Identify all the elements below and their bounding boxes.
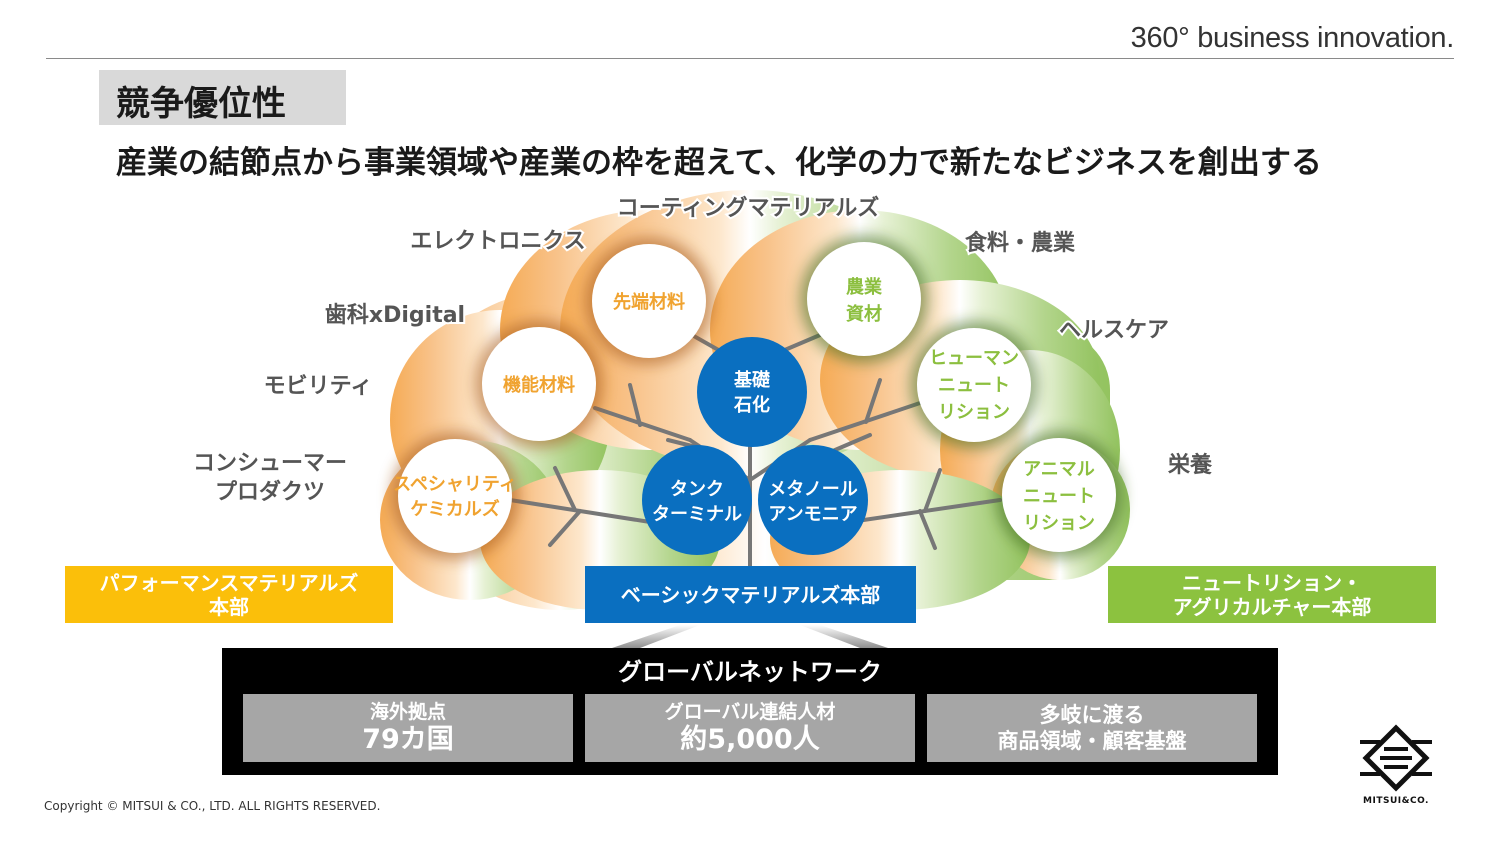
division-performance-materials: パフォーマンスマテリアルズ 本部 (65, 566, 393, 623)
stat-overseas-bases: 海外拠点 79カ国 (243, 694, 573, 762)
field-mobility: モビリティ (264, 374, 373, 399)
node-human-line2: ニュート (938, 375, 1010, 396)
stat-domains-line1: 多岐に渡る (1039, 703, 1145, 727)
logo-text: MITSUI&CO. (1363, 796, 1429, 806)
node-specialty-chemicals (398, 439, 512, 553)
page-title: 競争優位性 (116, 84, 286, 124)
field-nutrition: 栄養 (1167, 452, 1212, 478)
division-performance-line2: 本部 (209, 594, 249, 619)
mitsui-logo: MITSUI&CO. (1358, 722, 1434, 812)
division-basic-materials: ベーシックマテリアルズ本部 (585, 566, 916, 623)
stat-global-staff: グローバル連結人材 約5,000人 (585, 694, 915, 762)
field-consumer-line1: コンシューマー (193, 451, 347, 476)
node-methanol-ammonia (758, 445, 868, 555)
field-healthcare: ヘルスケア (1059, 318, 1169, 343)
node-agri-line1: 農業 (846, 276, 883, 298)
node-functional-materials-label: 機能材料 (503, 374, 575, 396)
field-consumer-line2: プロダクツ (215, 479, 325, 505)
node-basic-line1: 基礎 (733, 369, 770, 391)
field-coating-materials: コーティングマテリアルズ (617, 195, 879, 221)
node-human-line1: ヒューマン (929, 348, 1019, 369)
page-subtitle: 産業の結節点から事業領域や産業の枠を超えて、化学の力で新たなビジネスを創出する (116, 145, 1322, 181)
global-network-title: グローバルネットワーク (618, 658, 882, 686)
division-nutrition-line2: アグリカルチャー本部 (1172, 594, 1372, 619)
division-nutrition-line1: ニュートリション・ (1182, 570, 1362, 595)
division-nutrition-agriculture: ニュートリション・ アグリカルチャー本部 (1108, 566, 1436, 623)
stat-product-domains: 多岐に渡る 商品領域・顧客基盤 (927, 694, 1257, 762)
title-background (99, 70, 346, 125)
tagline: 360° business innovation. (1130, 22, 1455, 54)
field-food-agriculture: 食料・農業 (965, 230, 1076, 256)
node-human-line3: リション (938, 402, 1010, 423)
connector-beam-left (612, 625, 700, 648)
node-specialty-line1: スペシャリティ (393, 474, 517, 495)
global-network-panel: グローバルネットワーク 海外拠点 79カ国 グローバル連結人材 約5,000人 … (222, 648, 1278, 775)
copyright: Copyright © MITSUI & CO., LTD. ALL RIGHT… (44, 799, 381, 813)
stat-staff-value: 約5,000人 (680, 723, 820, 755)
node-animal-line2: ニュート (1023, 486, 1095, 507)
node-advanced-materials (592, 244, 706, 358)
stat-overseas-label: 海外拠点 (369, 700, 446, 723)
header-divider (46, 58, 1454, 59)
node-advanced-materials-label: 先端材料 (613, 291, 685, 313)
node-methanol-line2: アンモニア (768, 504, 857, 525)
stat-overseas-value: 79カ国 (362, 723, 454, 755)
node-specialty-line2: ケミカルズ (410, 498, 499, 520)
node-agri-materials (807, 242, 921, 356)
division-basic-label: ベーシックマテリアルズ本部 (620, 582, 881, 607)
node-animal-line1: アニマル (1023, 459, 1095, 480)
field-dental-digital: 歯科xDigital (325, 302, 465, 328)
stat-domains-line2: 商品領域・顧客基盤 (997, 729, 1187, 753)
connector-beam-right (800, 625, 888, 648)
node-animal-line3: リション (1023, 513, 1095, 534)
node-agri-line2: 資材 (846, 303, 882, 325)
tree-branches (508, 333, 1002, 568)
node-human-nutrition (917, 328, 1031, 442)
node-methanol-line1: メタノール (768, 479, 857, 500)
mitsui-logo-icon (1360, 724, 1432, 792)
division-performance-line1: パフォーマンスマテリアルズ (99, 570, 359, 595)
node-tank-line2: ターミナル (652, 504, 742, 525)
node-animal-nutrition (1002, 438, 1116, 552)
node-functional-materials (482, 327, 596, 441)
node-basic-line2: 石化 (733, 394, 770, 416)
field-electronics: エレクトロニクス (410, 229, 585, 254)
node-basic-petrochemicals (697, 337, 807, 447)
node-tank-terminal (642, 445, 752, 555)
stat-staff-label: グローバル連結人材 (664, 700, 836, 723)
node-tank-line1: タンク (670, 479, 724, 500)
